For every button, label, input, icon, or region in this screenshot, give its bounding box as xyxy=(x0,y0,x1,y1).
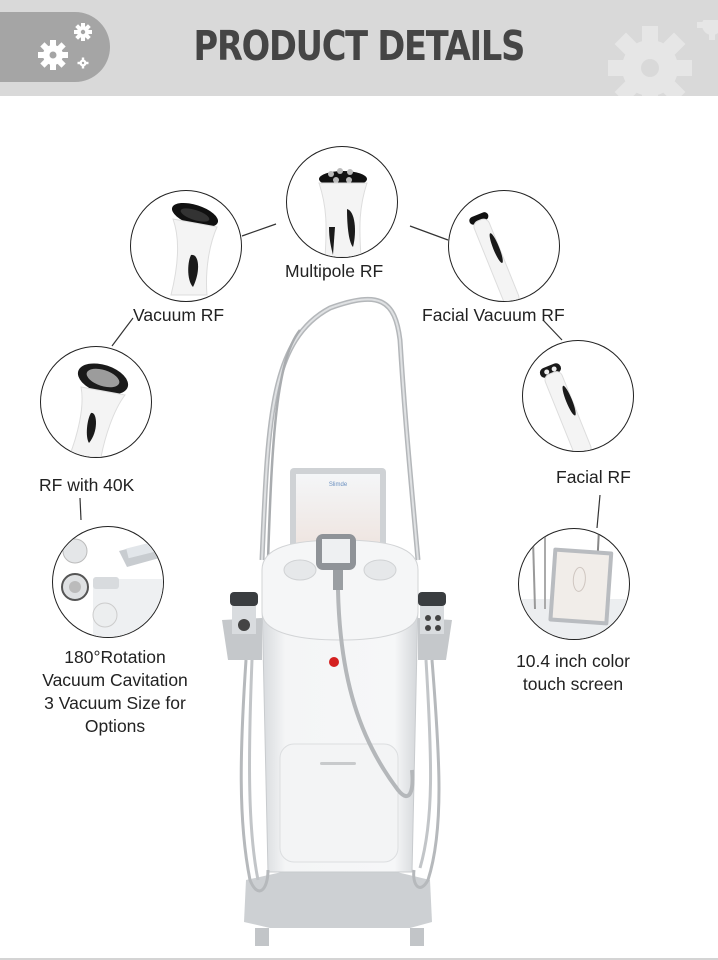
facial-rf-handpiece-icon xyxy=(539,363,592,451)
feature-image-touch-screen xyxy=(518,528,630,640)
feature-label-multipole-rf: Multipole RF xyxy=(285,261,384,281)
multipole-rf-handpiece-icon xyxy=(318,168,368,257)
feature-label-vacuum-rf: Vacuum RF xyxy=(133,305,225,325)
header-banner: PRODUCT DETAILS xyxy=(0,0,718,96)
gear-watermark-icon xyxy=(608,20,718,96)
feature-image-rf-40k xyxy=(40,346,152,458)
feature-image-facial-vacuum-rf xyxy=(448,190,560,302)
touch-screen-closeup-icon xyxy=(519,529,629,639)
page-title: PRODUCT DETAILS xyxy=(193,22,526,70)
label-line: Vacuum Cavitation xyxy=(42,670,188,690)
label-line: 10.4 inch color xyxy=(516,651,630,671)
feature-image-facial-rf xyxy=(522,340,634,452)
vacuum-cavitation-heads-icon xyxy=(61,538,163,637)
feature-label-touch-screen: 10.4 inch color touch screen xyxy=(488,650,658,696)
label-line: Options xyxy=(84,716,146,736)
screen-logo: Slimde xyxy=(329,482,348,488)
gears-icon xyxy=(38,23,92,70)
feature-label-rf-40k: RF with 40K xyxy=(39,475,135,495)
label-line: 180°Rotation xyxy=(64,647,166,667)
feature-label-facial-vacuum-rf: Facial Vacuum RF xyxy=(422,305,565,325)
bottom-divider xyxy=(0,958,718,960)
label-line: touch screen xyxy=(522,674,624,694)
feature-label-cavitation: 180°Rotation Vacuum Cavitation 3 Vacuum … xyxy=(20,646,210,738)
feature-label-facial-rf: Facial RF xyxy=(556,467,631,487)
feature-image-cavitation xyxy=(52,526,164,638)
vacuum-rf-handpiece-icon xyxy=(170,202,219,296)
rf-40k-handpiece-icon xyxy=(68,363,129,457)
feature-image-vacuum-rf xyxy=(130,190,242,302)
facial-vacuum-rf-handpiece-icon xyxy=(469,212,520,301)
indicator-light xyxy=(329,657,339,667)
label-line: 3 Vacuum Size for xyxy=(44,693,186,713)
feature-image-multipole-rf xyxy=(286,146,398,258)
